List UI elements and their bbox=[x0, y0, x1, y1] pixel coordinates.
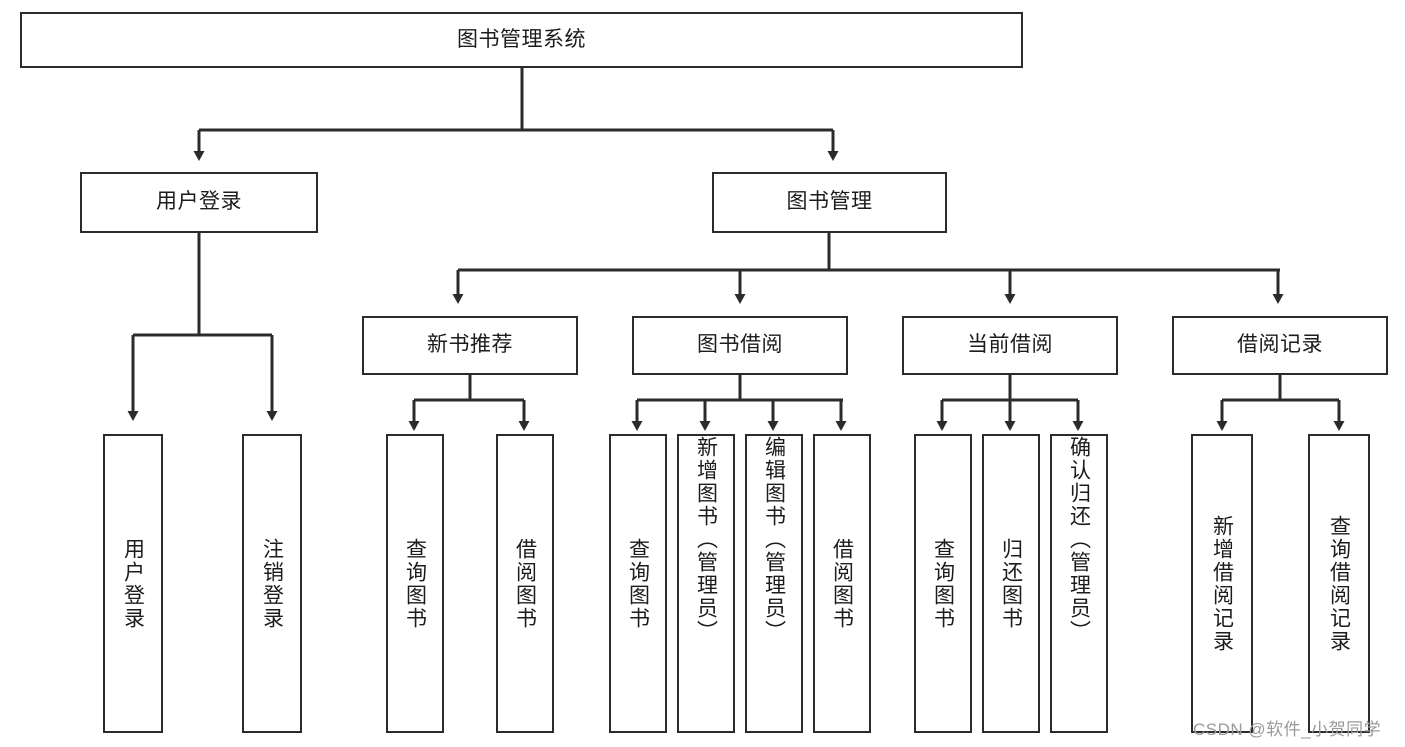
watermark-text: CSDN @软件_小贺同学 bbox=[1193, 720, 1382, 739]
node-label: 查询借阅记录 bbox=[1327, 514, 1351, 653]
node-label: 注销登录 bbox=[260, 537, 284, 630]
leaf-user-login[interactable]: 用户登录 bbox=[103, 434, 163, 733]
node-book-management[interactable]: 图书管理 bbox=[712, 172, 947, 233]
node-current-borrowing[interactable]: 当前借阅 bbox=[902, 316, 1118, 375]
node-label: 新书推荐 bbox=[427, 333, 513, 357]
node-label: 新增借阅记录 bbox=[1210, 514, 1234, 653]
node-label: 借阅图书 bbox=[830, 537, 854, 630]
leaf-borrow-books-recommend[interactable]: 借阅图书 bbox=[496, 434, 554, 733]
node-label: 图书管理系统 bbox=[457, 27, 586, 51]
node-label: 借阅图书 bbox=[513, 537, 537, 630]
node-book-borrowing[interactable]: 图书借阅 bbox=[632, 316, 848, 375]
node-user-login[interactable]: 用户登录 bbox=[80, 172, 318, 233]
node-label: 新增图书（管理员） bbox=[694, 436, 718, 643]
node-label: 归还图书 bbox=[999, 537, 1023, 630]
leaf-add-book-admin[interactable]: 新增图书（管理员） bbox=[677, 434, 735, 733]
node-label: 借阅记录 bbox=[1237, 333, 1323, 357]
leaf-borrow-books[interactable]: 借阅图书 bbox=[813, 434, 871, 733]
leaf-search-books-current[interactable]: 查询图书 bbox=[914, 434, 972, 733]
node-label: 用户登录 bbox=[121, 537, 145, 630]
node-label: 用户登录 bbox=[156, 190, 242, 214]
leaf-return-books[interactable]: 归还图书 bbox=[982, 434, 1040, 733]
node-label: 图书借阅 bbox=[697, 333, 783, 357]
leaf-search-books-recommend[interactable]: 查询图书 bbox=[386, 434, 444, 733]
leaf-confirm-return-admin[interactable]: 确认归还（管理员） bbox=[1050, 434, 1108, 733]
leaf-search-borrow-record[interactable]: 查询借阅记录 bbox=[1308, 434, 1370, 733]
node-book-management-system[interactable]: 图书管理系统 bbox=[20, 12, 1023, 68]
node-label: 查询图书 bbox=[403, 537, 427, 630]
node-label: 编辑图书（管理员） bbox=[762, 436, 786, 643]
node-new-book-recommendation[interactable]: 新书推荐 bbox=[362, 316, 578, 375]
leaf-add-borrow-record[interactable]: 新增借阅记录 bbox=[1191, 434, 1253, 733]
node-label: 查询图书 bbox=[931, 537, 955, 630]
node-label: 查询图书 bbox=[626, 537, 650, 630]
node-label: 图书管理 bbox=[786, 190, 873, 214]
node-label: 当前借阅 bbox=[967, 333, 1053, 357]
leaf-edit-book-admin[interactable]: 编辑图书（管理员） bbox=[745, 434, 803, 733]
leaf-search-books-borrow[interactable]: 查询图书 bbox=[609, 434, 667, 733]
leaf-logout[interactable]: 注销登录 bbox=[242, 434, 302, 733]
node-borrow-records[interactable]: 借阅记录 bbox=[1172, 316, 1388, 375]
node-label: 确认归还（管理员） bbox=[1067, 436, 1091, 643]
